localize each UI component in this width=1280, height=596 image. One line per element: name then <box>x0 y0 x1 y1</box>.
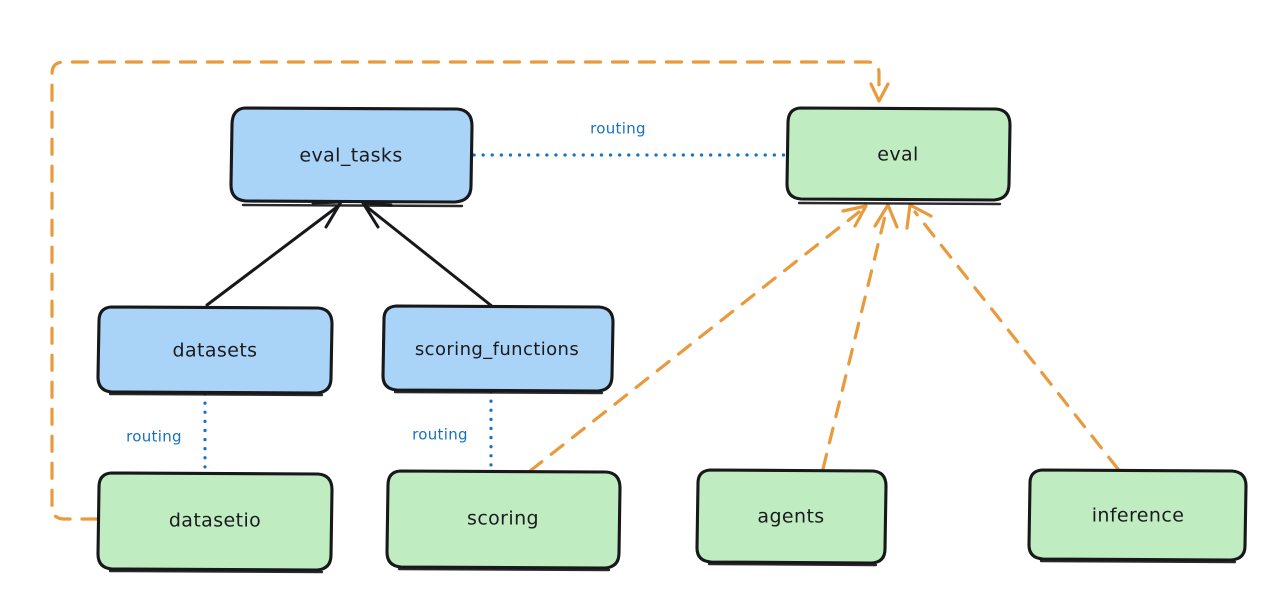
edge-label-routing-eval: routing <box>590 120 646 138</box>
node-label-eval-tasks: eval_tasks <box>299 145 402 167</box>
edge-datasets-to-datasetio: routing <box>126 392 207 473</box>
node-label-inference: inference <box>1092 505 1185 527</box>
node-label-eval: eval <box>877 144 918 166</box>
node-label-scoring: scoring <box>467 508 539 530</box>
edge-agents-to-eval <box>821 203 899 471</box>
node-label-scoring-functions: scoring_functions <box>415 339 579 360</box>
node-datasets[interactable]: datasets <box>96 305 334 397</box>
edge-scoring-functions-to-eval-tasks <box>361 201 495 309</box>
edge-inference-to-eval <box>905 203 1120 471</box>
edge-label-routing-datasetio: routing <box>126 428 182 446</box>
node-label-datasets: datasets <box>173 340 258 362</box>
edge-eval-tasks-to-eval: routing <box>472 120 786 157</box>
node-label-agents: agents <box>757 506 824 528</box>
edge-label-routing-scoring: routing <box>412 426 468 444</box>
edge-scoring-functions-to-scoring: routing <box>412 390 493 473</box>
edge-datasets-to-eval-tasks <box>205 200 343 307</box>
node-eval-tasks[interactable]: eval_tasks <box>229 106 474 208</box>
edge-scoring-to-eval <box>528 204 868 473</box>
node-datasetio[interactable]: datasetio <box>96 471 334 574</box>
node-scoring-functions[interactable]: scoring_functions <box>381 304 615 395</box>
node-label-datasetio: datasetio <box>169 510 261 532</box>
node-inference[interactable]: inference <box>1027 468 1248 564</box>
node-eval[interactable]: eval <box>785 106 1012 206</box>
node-agents[interactable]: agents <box>695 468 888 567</box>
edge-datasetio-to-eval <box>50 60 890 521</box>
node-scoring[interactable]: scoring <box>385 469 622 572</box>
